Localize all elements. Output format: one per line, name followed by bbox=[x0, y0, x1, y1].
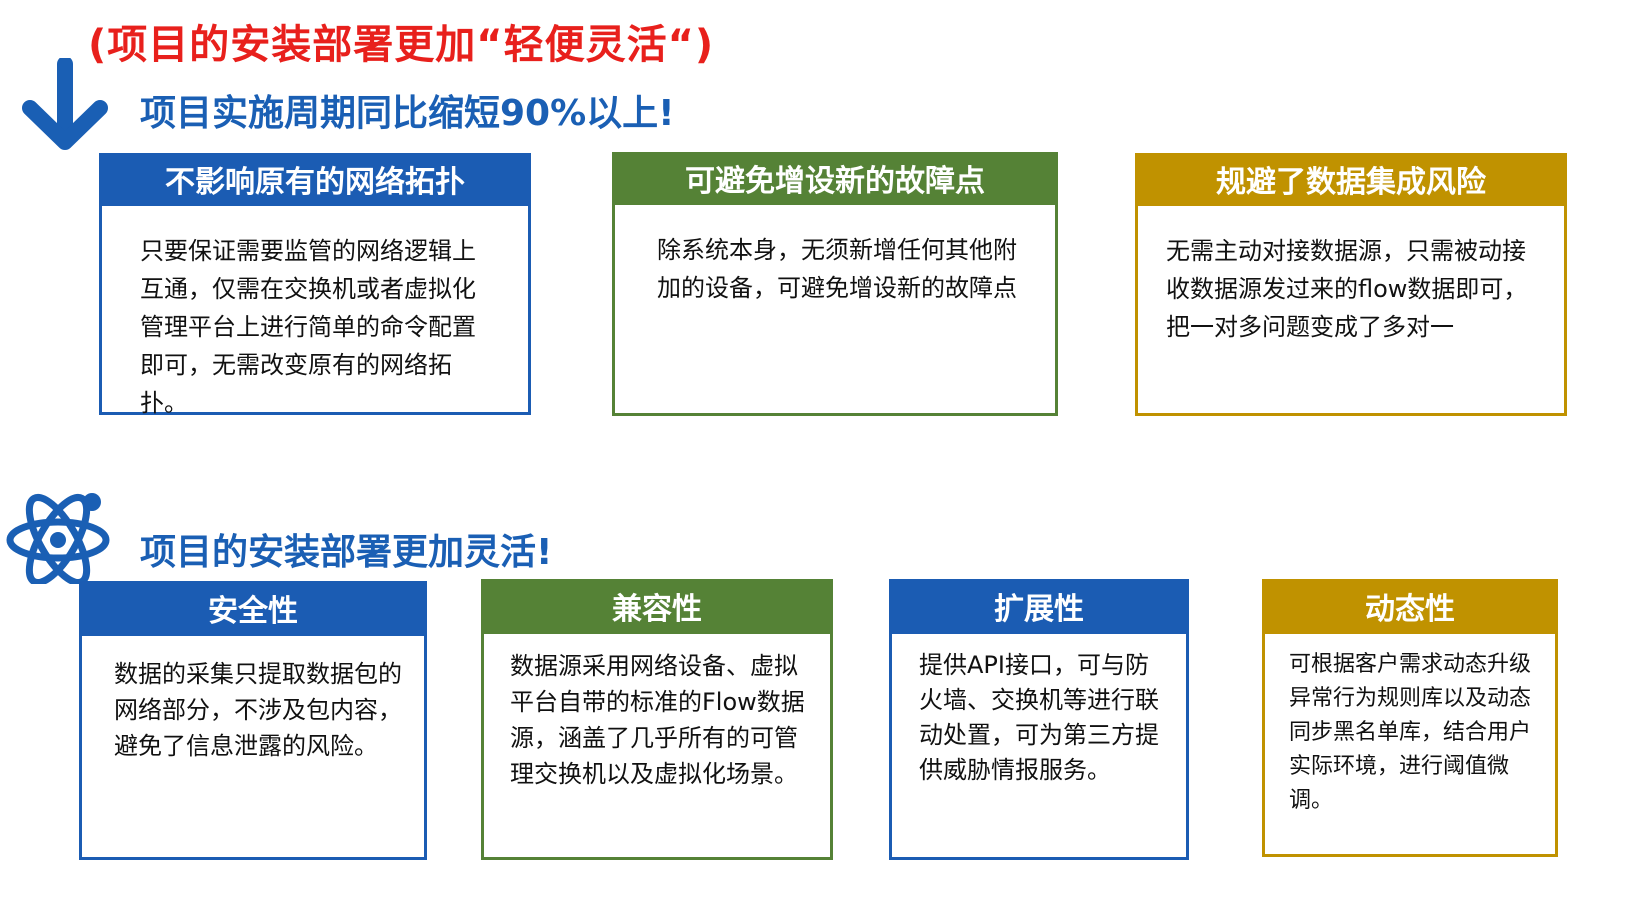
card-title: 安全性 bbox=[79, 581, 427, 635]
card-failure-point: 可避免增设新的故障点 除系统本身，无须新增任何其他附加的设备，可避免增设新的故障… bbox=[612, 152, 1058, 416]
down-arrow-icon bbox=[22, 58, 108, 150]
card-security: 安全性 数据的采集只提取数据包的网络部分，不涉及包内容，避免了信息泄露的风险。 bbox=[79, 581, 427, 860]
card-title: 规避了数据集成风险 bbox=[1135, 153, 1567, 205]
card-text: 提供API接口，可与防火墙、交换机等进行联动处置，可为第三方提供威胁情报服务。 bbox=[919, 651, 1159, 784]
card-title: 不影响原有的网络拓扑 bbox=[99, 153, 531, 205]
card-title: 扩展性 bbox=[889, 579, 1189, 633]
card-dynamic: 动态性 可根据客户需求动态升级异常行为规则库以及动态同步黑名单库，结合用户实际环… bbox=[1262, 579, 1558, 857]
card-title: 动态性 bbox=[1262, 579, 1558, 633]
card-body: 提供API接口，可与防火墙、交换机等进行联动处置，可为第三方提供威胁情报服务。 bbox=[889, 631, 1189, 860]
card-title: 可避免增设新的故障点 bbox=[612, 152, 1058, 204]
card-title: 兼容性 bbox=[481, 579, 833, 633]
card-body: 除系统本身，无须新增任何其他附加的设备，可避免增设新的故障点 bbox=[612, 202, 1058, 416]
card-text: 无需主动对接数据源，只需被动接收数据源发过来的flow数据即可，把一对多问题变成… bbox=[1166, 237, 1528, 341]
card-compatibility: 兼容性 数据源采用网络设备、虚拟平台自带的标准的Flow数据源，涵盖了几乎所有的… bbox=[481, 579, 833, 860]
card-text: 除系统本身，无须新增任何其他附加的设备，可避免增设新的故障点 bbox=[657, 236, 1017, 302]
card-body: 无需主动对接数据源，只需被动接收数据源发过来的flow数据即可，把一对多问题变成… bbox=[1135, 203, 1567, 416]
atom-icon bbox=[6, 493, 110, 584]
card-text: 数据源采用网络设备、虚拟平台自带的标准的Flow数据源，涵盖了几乎所有的可管理交… bbox=[510, 652, 805, 788]
card-body: 只要保证需要监管的网络逻辑上互通，仅需在交换机或者虚拟化管理平台上进行简单的命令… bbox=[99, 203, 531, 417]
section-title-flexible: 项目的安装部署更加灵活! bbox=[140, 532, 553, 573]
card-data-integration: 规避了数据集成风险 无需主动对接数据源，只需被动接收数据源发过来的flow数据即… bbox=[1135, 153, 1567, 416]
card-extensibility: 扩展性 提供API接口，可与防火墙、交换机等进行联动处置，可为第三方提供威胁情报… bbox=[889, 579, 1189, 860]
card-text: 可根据客户需求动态升级异常行为规则库以及动态同步黑名单库，结合用户实际环境，进行… bbox=[1289, 652, 1532, 813]
card-body: 可根据客户需求动态升级异常行为规则库以及动态同步黑名单库，结合用户实际环境，进行… bbox=[1262, 631, 1558, 857]
card-text: 只要保证需要监管的网络逻辑上互通，仅需在交换机或者虚拟化管理平台上进行简单的命令… bbox=[140, 237, 476, 417]
card-body: 数据的采集只提取数据包的网络部分，不涉及包内容，避免了信息泄露的风险。 bbox=[79, 633, 427, 860]
card-text: 数据的采集只提取数据包的网络部分，不涉及包内容，避免了信息泄露的风险。 bbox=[114, 660, 402, 760]
card-topology: 不影响原有的网络拓扑 只要保证需要监管的网络逻辑上互通，仅需在交换机或者虚拟化管… bbox=[99, 153, 531, 417]
page-title: (项目的安装部署更加“轻便灵活“) bbox=[88, 22, 715, 68]
section-title-cycle: 项目实施周期同比缩短90%以上! bbox=[140, 93, 675, 134]
card-body: 数据源采用网络设备、虚拟平台自带的标准的Flow数据源，涵盖了几乎所有的可管理交… bbox=[481, 631, 833, 860]
